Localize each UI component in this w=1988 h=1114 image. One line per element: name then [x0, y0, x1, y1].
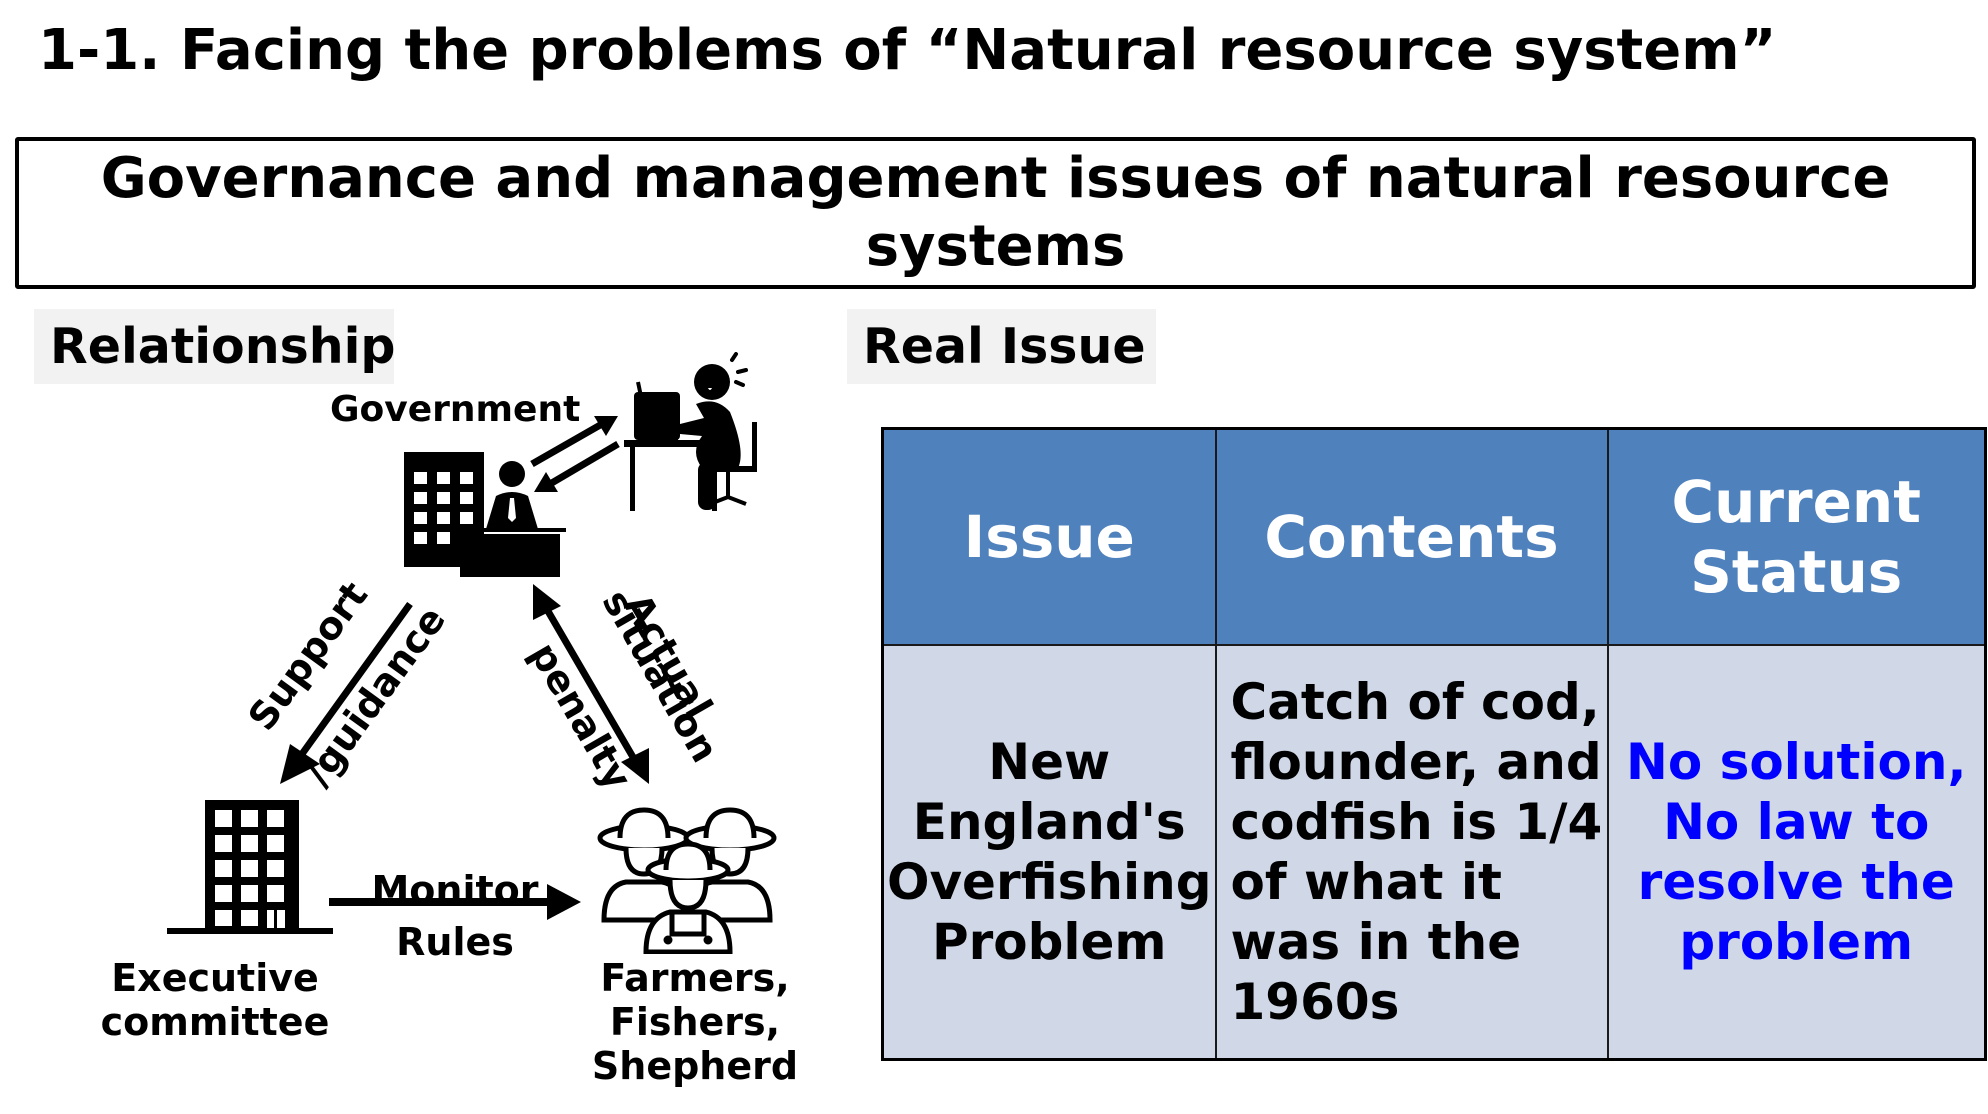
- government-feedback-arrows: [530, 416, 620, 492]
- executive-committee-label: Executive committee: [100, 956, 330, 1044]
- real-issue-label-text: Real Issue: [863, 318, 1146, 375]
- actual-situation-penalty-arrow: [533, 584, 649, 784]
- executive-building-icon: [167, 800, 333, 934]
- government-label: Government: [330, 389, 581, 430]
- stressed-worker-icon: [624, 352, 757, 511]
- rules-label: Rules: [396, 920, 514, 964]
- header-current-status: Current Status: [1606, 427, 1987, 646]
- headline-box: Governance and management issues of natu…: [15, 137, 1976, 289]
- header-contents: Contents: [1214, 427, 1609, 646]
- farmers-group-icon: [597, 807, 777, 954]
- relationship-label-text: Relationship: [50, 318, 396, 375]
- header-issue: Issue: [881, 427, 1217, 646]
- monitor-rules-arrow: [329, 884, 581, 920]
- real-issue-table: Issue Contents Current Status New Englan…: [881, 427, 1987, 1061]
- government-office-icon: [404, 452, 566, 577]
- relationship-diagram: Government: [0, 352, 840, 1114]
- real-issue-section-label: Real Issue: [847, 309, 1156, 384]
- support-guidance-arrow: [280, 601, 413, 784]
- issue-cell: New England's Overfishing Problem: [881, 644, 1217, 1061]
- slide-title: 1-1. Facing the problems of “Natural res…: [38, 18, 1777, 83]
- table-row: New England's Overfishing Problem Catch …: [881, 644, 1987, 1061]
- farmers-fishers-shepherd-label: Farmers, Fishers, Shepherd: [591, 956, 799, 1088]
- table-header-row: Issue Contents Current Status: [881, 427, 1987, 646]
- status-cell: No solution, No law to resolve the probl…: [1606, 644, 1987, 1061]
- headline-text: Governance and management issues of natu…: [100, 146, 1891, 279]
- contents-cell: Catch of cod, flounder, and codfish is 1…: [1214, 644, 1609, 1061]
- relationship-section-label: Relationship: [34, 309, 396, 384]
- monitor-label: Monitor: [371, 868, 539, 912]
